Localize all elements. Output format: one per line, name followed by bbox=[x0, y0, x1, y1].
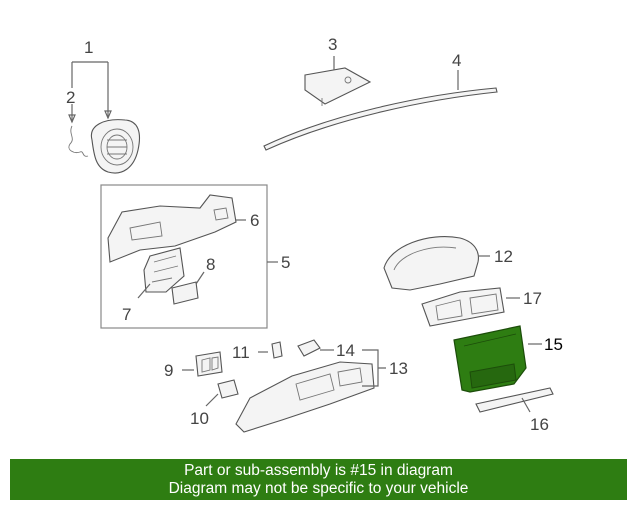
callout-10[interactable]: 10 bbox=[190, 409, 209, 428]
part-7-switch-panel[interactable] bbox=[143, 247, 185, 293]
callout-16[interactable]: 16 bbox=[530, 415, 549, 434]
callout-6[interactable]: 6 bbox=[250, 211, 259, 230]
part-17-center-vents[interactable] bbox=[421, 287, 505, 327]
part-14-plug[interactable] bbox=[297, 339, 321, 357]
parts-diagram: 1 2 3 4 6 5 7 8 12 bbox=[66, 35, 563, 434]
callout-8[interactable]: 8 bbox=[206, 255, 215, 274]
part-2-cable[interactable] bbox=[68, 125, 89, 157]
part-1-air-vent[interactable] bbox=[90, 119, 141, 174]
callout-10-leader bbox=[205, 393, 219, 407]
callout-17[interactable]: 17 bbox=[523, 289, 542, 308]
callout-9[interactable]: 9 bbox=[164, 361, 173, 380]
info-banner: Part or sub-assembly is #15 in diagram D… bbox=[10, 459, 627, 500]
part-6-lower-panel[interactable] bbox=[107, 194, 237, 263]
part-16-trim-strip[interactable] bbox=[475, 387, 554, 413]
callout-13-bracket bbox=[362, 349, 386, 387]
banner-line-1: Part or sub-assembly is #15 in diagram bbox=[184, 462, 453, 479]
part-9-switch[interactable] bbox=[195, 351, 223, 377]
part-4-molding[interactable] bbox=[263, 87, 498, 151]
callout-14[interactable]: 14 bbox=[336, 341, 355, 360]
part-11-bracket[interactable] bbox=[271, 341, 283, 359]
callout-8-leader bbox=[195, 271, 205, 285]
callout-4[interactable]: 4 bbox=[452, 51, 461, 70]
callout-7[interactable]: 7 bbox=[122, 305, 131, 324]
callout-11[interactable]: 11 bbox=[232, 343, 250, 362]
part-3-cover[interactable] bbox=[304, 67, 372, 106]
part-15-center-bezel[interactable] bbox=[453, 325, 527, 393]
callout-15[interactable]: 15 bbox=[544, 335, 563, 354]
callout-13[interactable]: 13 bbox=[389, 359, 408, 378]
callout-1-leader bbox=[68, 61, 112, 124]
part-8-switch[interactable] bbox=[171, 281, 199, 305]
callout-1[interactable]: 1 bbox=[84, 38, 93, 57]
callout-5[interactable]: 5 bbox=[281, 253, 290, 272]
banner-line-2: Diagram may not be specific to your vehi… bbox=[168, 480, 469, 497]
callout-2[interactable]: 2 bbox=[66, 88, 75, 107]
part-12-cluster-bezel[interactable] bbox=[383, 236, 479, 291]
part-10-clip[interactable] bbox=[217, 379, 239, 399]
callout-16-leader bbox=[521, 397, 531, 413]
callout-3[interactable]: 3 bbox=[328, 35, 337, 54]
callout-7-leader bbox=[137, 283, 151, 299]
callout-12[interactable]: 12 bbox=[494, 247, 513, 266]
part-13-lower-panel[interactable] bbox=[235, 361, 375, 433]
